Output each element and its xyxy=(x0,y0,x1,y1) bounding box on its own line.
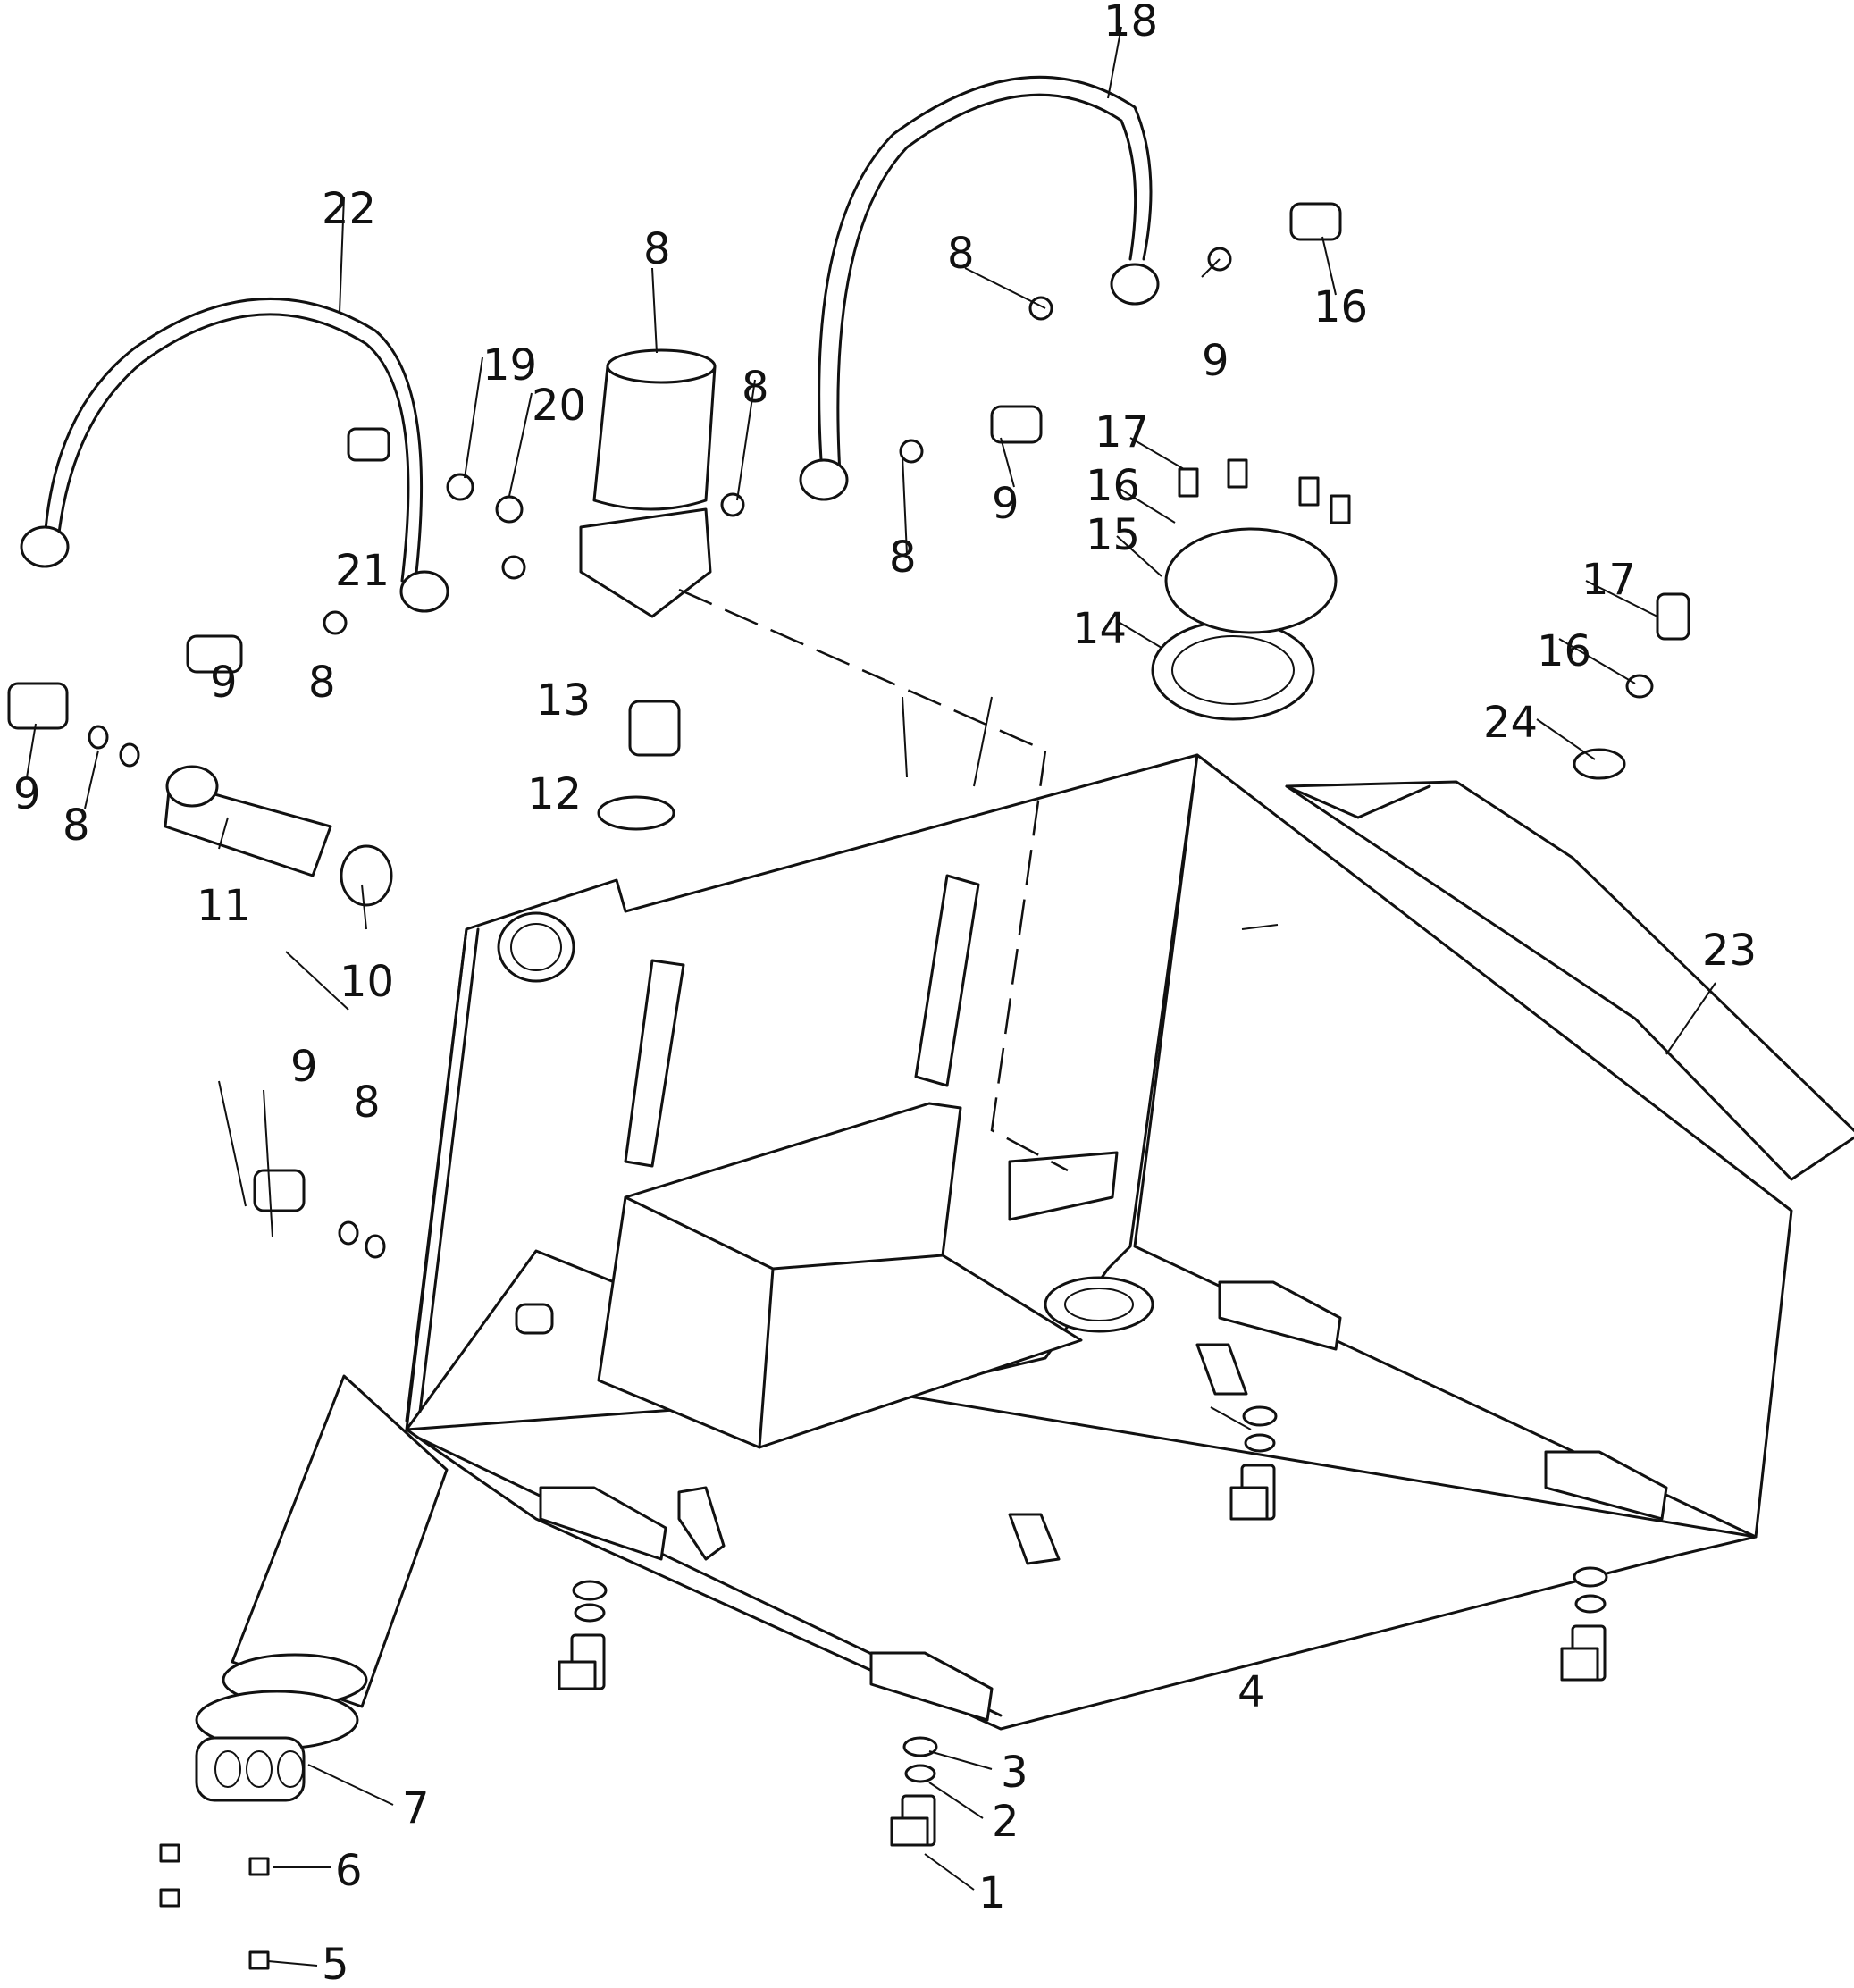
cover-flange xyxy=(1151,458,1351,721)
callout-9d: 9 xyxy=(13,769,41,819)
callout-6: 6 xyxy=(335,1846,363,1896)
mount-block-center xyxy=(869,1651,994,1847)
callout-18: 18 xyxy=(1103,0,1158,46)
callout-9a: 16 xyxy=(1313,282,1368,332)
dashed-path xyxy=(678,588,1069,1172)
callout-12: 12 xyxy=(527,769,582,819)
callout-9c: 9 xyxy=(210,658,238,708)
callout-7: 7 xyxy=(402,1783,430,1833)
callout-9e: 9 xyxy=(290,1042,318,1092)
filler-port xyxy=(497,911,575,983)
callout-23: 23 xyxy=(1702,926,1757,976)
callout-22: 22 xyxy=(322,184,376,234)
callout-5: 5 xyxy=(322,1940,349,1988)
mount-block-right-lower xyxy=(1544,1450,1668,1682)
mount-block-left xyxy=(539,1486,726,1690)
suction-strainer xyxy=(195,1374,449,1802)
strainer-screws xyxy=(159,1843,270,1970)
callout-19c: 16 xyxy=(1537,626,1591,676)
tank-body xyxy=(405,753,1854,1731)
fitting-banjo-bolts xyxy=(7,202,1690,1212)
callout-8c: 8 xyxy=(742,363,769,413)
callout-16b: 16 xyxy=(1086,461,1140,511)
callout-13: 13 xyxy=(536,675,591,726)
callout-8b: 9 xyxy=(1202,336,1229,386)
washers xyxy=(88,247,1654,1259)
callout-14: 14 xyxy=(1072,604,1127,654)
callout-labels: 18 22 19 8 20 8 9 16 8 8 9 17 16 15 21 9… xyxy=(13,0,1757,1988)
mount-block-right-upper xyxy=(1195,1280,1342,1521)
callout-8d: 8 xyxy=(889,533,917,583)
callout-8a: 8 xyxy=(947,229,975,279)
callout-4: 4 xyxy=(1237,1667,1265,1717)
callout-8e: 8 xyxy=(308,658,336,708)
filter-assembly xyxy=(579,348,717,618)
callout-8f: 8 xyxy=(63,801,90,851)
callout-19b: 8 xyxy=(643,224,671,274)
drain-port xyxy=(1044,1276,1154,1333)
callout-24: 24 xyxy=(1483,698,1538,748)
return-filter xyxy=(164,765,332,877)
callout-15: 15 xyxy=(1086,510,1140,560)
fitting-boss xyxy=(515,1303,554,1335)
hose-18 xyxy=(799,75,1160,501)
callout-8g: 8 xyxy=(353,1078,381,1128)
callout-1: 1 xyxy=(978,1868,1006,1918)
callout-19: 19 xyxy=(482,340,537,390)
callout-17a: 17 xyxy=(1095,407,1149,457)
callout-10: 10 xyxy=(340,957,394,1007)
lower-center-clip xyxy=(1008,1513,1061,1565)
callout-11: 11 xyxy=(197,881,251,931)
callout-9b: 9 xyxy=(992,479,1019,529)
leader-lines xyxy=(26,26,1716,1967)
callout-3: 3 xyxy=(1001,1748,1028,1798)
callout-20: 20 xyxy=(532,381,586,431)
callout-21a: 21 xyxy=(335,546,390,596)
hose-22 xyxy=(20,297,449,613)
callout-21b: 17 xyxy=(1581,555,1636,605)
callout-2: 2 xyxy=(992,1797,1019,1847)
